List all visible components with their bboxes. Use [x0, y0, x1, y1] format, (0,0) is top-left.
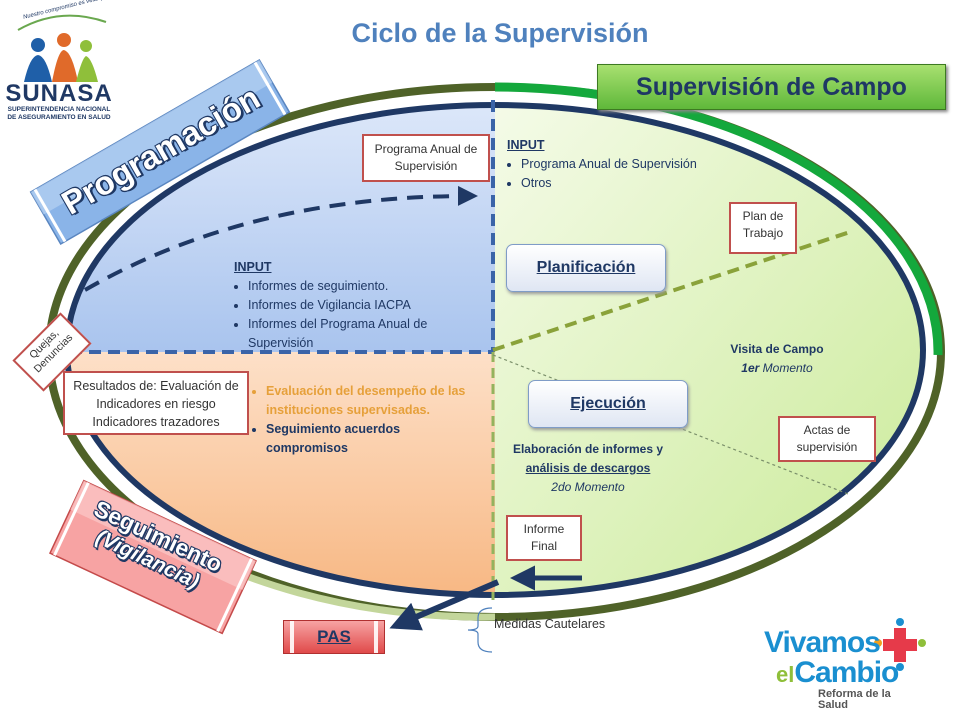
input-top-item: Otros — [521, 174, 747, 193]
elaboracion-line1: Elaboración de informes y — [512, 442, 664, 456]
sunasa-line1: SUPERINTENDENCIA NACIONAL — [7, 106, 111, 113]
callout-informe-final: Informe Final — [506, 515, 582, 561]
pas-arrow — [389, 579, 500, 631]
vivamos-line1: Vivamos — [764, 626, 881, 659]
pas-label: PAS — [317, 627, 351, 646]
visita-line2a: 1er — [741, 361, 760, 375]
input-left-item: Informes de Vigilancia IACPA — [248, 296, 484, 315]
input-top-block: INPUT Programa Anual de Supervisión Otro… — [507, 136, 747, 193]
sunasa-line2: DE ASEGURAMIENTO EN SALUD — [7, 114, 111, 121]
vivamos-line2: elCambio — [776, 658, 914, 688]
evaluacion-item: Seguimiento acuerdos compromisos — [266, 420, 484, 458]
programming-curve-arrow — [84, 185, 478, 292]
visita-line2: 1er Momento — [702, 359, 852, 378]
visita-line1: Visita de Campo — [730, 342, 824, 356]
sunasa-name: SUNASA — [5, 80, 113, 107]
input-left-item: Informes del Programa Anual de Supervisi… — [248, 315, 484, 353]
input-left-header: INPUT — [234, 260, 272, 274]
pas-button[interactable]: PAS — [283, 620, 385, 654]
vivamos-el: el — [776, 662, 795, 687]
evaluacion-list: Evaluación del desempeño de las instituc… — [254, 382, 484, 458]
seguimiento-banner — [48, 479, 258, 635]
supervision-campo-banner: Supervisión de Campo — [597, 64, 946, 110]
page-title: Ciclo de la Supervisión — [351, 18, 649, 48]
callout-actas: Actas de supervisión — [778, 416, 876, 462]
input-left-block: INPUT Informes de seguimiento. Informes … — [234, 258, 484, 353]
vivamos-cross — [874, 618, 926, 671]
evaluacion-item: Evaluación del desempeño de las instituc… — [266, 382, 484, 420]
programacion-banner — [29, 58, 291, 246]
vivamos-tagline: Reforma de la Salud — [818, 688, 891, 711]
input-left-item: Informes de seguimiento. — [248, 277, 484, 296]
medidas-cautelares: Medidas Cautelares — [494, 617, 606, 631]
callout-resultados: Resultados de: Evaluación de Indicadores… — [63, 371, 249, 435]
vivamos-logo: Vivamos elCambio Reforma de la Salud — [764, 628, 914, 711]
sunasa-figures — [17, 14, 107, 82]
callout-programa-anual: Programa Anual de Supervisión — [362, 134, 490, 182]
input-top-item: Programa Anual de Supervisión — [521, 155, 747, 174]
sunasa-logo: SUNASA SUPERINTENDENCIA NACIONAL DE ASEG… — [4, 82, 114, 122]
input-top-header: INPUT — [507, 138, 545, 152]
elaboracion-line2: análisis de descargos — [525, 461, 651, 475]
visita-line2b: Momento — [762, 361, 813, 375]
elaboracion-text: Elaboración de informes y análisis de de… — [493, 440, 683, 497]
callout-plan-trabajo: Plan de Trabajo — [729, 202, 797, 254]
vivamos-cambio: Cambio — [794, 656, 899, 689]
elaboracion-line3: 2do Momento — [551, 480, 625, 494]
visita-campo-text: Visita de Campo 1er Momento — [702, 340, 852, 378]
planificacion-button[interactable]: Planificación — [506, 244, 666, 292]
ejecucion-button[interactable]: Ejecución — [528, 380, 688, 428]
